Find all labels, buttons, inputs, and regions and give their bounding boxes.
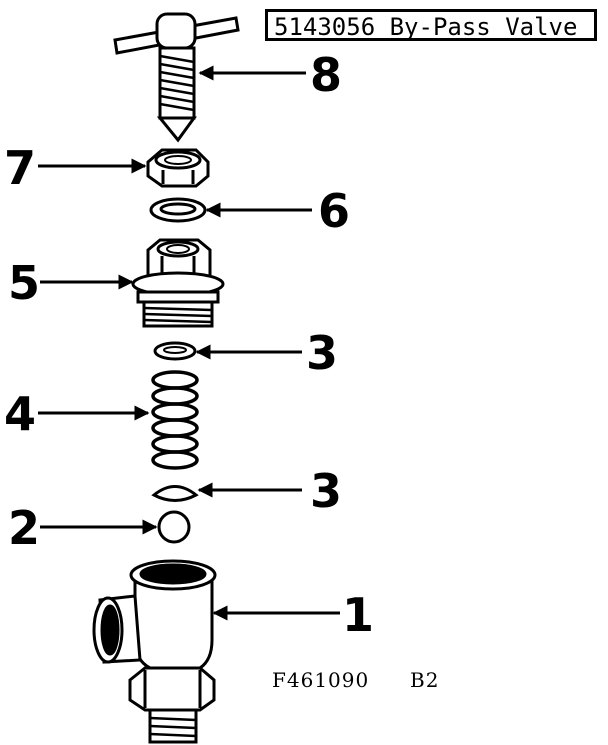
callout-3-upper: 3 (306, 326, 339, 380)
callout-1: 1 (342, 588, 375, 642)
part-5-cap-nut (131, 238, 225, 328)
part-3-upper-retainer (153, 341, 197, 361)
diagram-title: 5143056 By-Pass Valve (274, 13, 578, 41)
part-4-spring (151, 370, 199, 470)
figure-code: F461090 (272, 668, 370, 692)
part-1-valve-body (92, 559, 217, 744)
part-2-ball (157, 510, 191, 544)
part-7-jam-nut (146, 148, 210, 188)
part-8-t-handle-screw (113, 12, 240, 143)
callout-8: 8 (310, 48, 343, 102)
callout-3-lower: 3 (310, 464, 343, 518)
callout-7: 7 (4, 141, 37, 195)
title-box: 5143056 By-Pass Valve (265, 9, 597, 41)
callout-4: 4 (4, 387, 37, 441)
callout-6: 6 (318, 184, 351, 238)
part-3-lower-seat (151, 485, 199, 502)
callout-5: 5 (8, 256, 41, 310)
part-6-washer (149, 197, 207, 223)
callout-2: 2 (8, 501, 41, 555)
revision-code: B2 (410, 668, 440, 692)
